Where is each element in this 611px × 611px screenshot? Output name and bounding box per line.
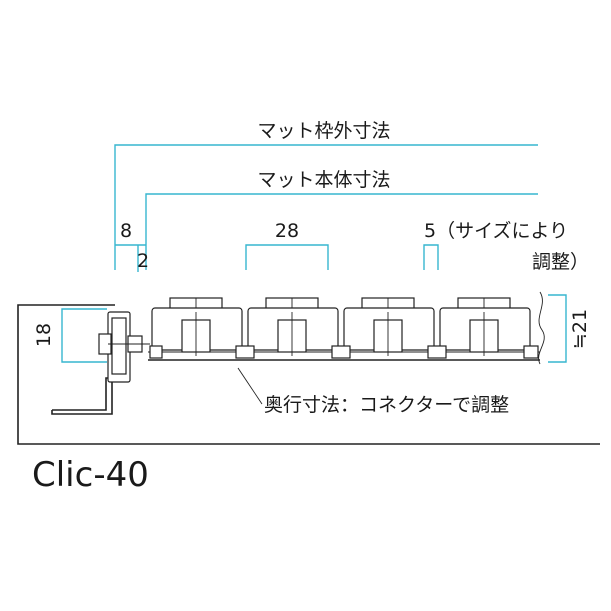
dim-5-note-label: 5（サイズにより [424, 220, 568, 242]
mat-module-4 [439, 297, 531, 356]
dim-5-bracket [423, 244, 439, 270]
mat-modules [148, 291, 545, 365]
connectors [149, 345, 539, 359]
mat-module-2 [247, 297, 339, 356]
mat-frame-outer-dimension-line [114, 144, 538, 270]
dimension-lines [61, 144, 567, 363]
mat-module-1 [151, 297, 243, 356]
depth-note-label: 奥行寸法：コネクターで調整 [264, 394, 509, 416]
model-name: Clic-40 [32, 455, 149, 495]
height-18-label: 18 [33, 323, 55, 347]
break-mark [538, 291, 545, 365]
dim-28-label: 28 [275, 220, 299, 242]
dim-5-note-label-2: 調整） [532, 251, 589, 273]
height-18-bracket [61, 308, 107, 363]
depth-note-leader [237, 367, 263, 405]
frame-outline [17, 304, 600, 445]
height-21-bracket [548, 294, 567, 363]
end-frame-bracket [51, 311, 150, 415]
dim-28-bracket [245, 244, 329, 270]
dim-8-label: 8 [120, 220, 132, 242]
mat-body-label: マット本体寸法 [257, 169, 390, 191]
mat-frame-outer-label: マット枠外寸法 [257, 120, 390, 142]
mat-module-3 [343, 297, 435, 356]
height-21-label: ≒21 [569, 309, 591, 349]
dim-2-label: 2 [137, 250, 149, 272]
